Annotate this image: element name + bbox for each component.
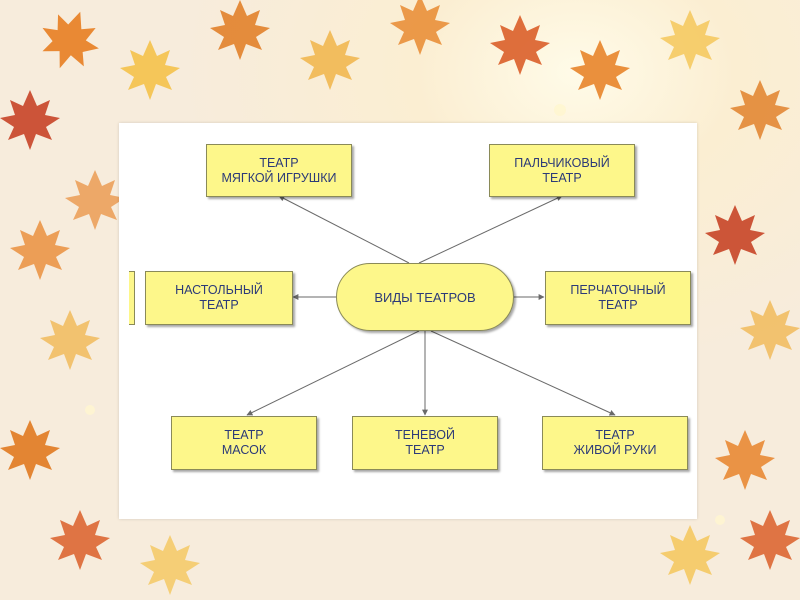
connectors <box>246 195 616 416</box>
center-node-theatre-types: ВИДЫ ТЕАТРОВ <box>336 263 514 331</box>
node-live-hand-theatre: ТЕАТР ЖИВОЙ РУКИ <box>542 416 688 470</box>
node-finger-theatre: ПАЛЬЧИКОВЫЙ ТЕАТР <box>489 144 635 197</box>
node-soft-toy-theatre: ТЕАТР МЯГКОЙ ИГРУШКИ <box>206 144 352 197</box>
node-mask-theatre: ТЕАТР МАСОК <box>171 416 317 470</box>
node-tabletop-theatre: НАСТОЛЬНЫЙ ТЕАТР <box>145 271 293 325</box>
arrow-to-live-hand <box>430 330 616 416</box>
partial-box-left-edge <box>129 271 135 325</box>
node-shadow-theatre: ТЕНЕВОЙ ТЕАТР <box>352 416 498 470</box>
arrow-to-masks <box>246 330 420 416</box>
arrow-to-soft-toy <box>278 195 410 264</box>
node-glove-theatre: ПЕРЧАТОЧНЫЙ ТЕАТР <box>545 271 691 325</box>
arrow-to-finger <box>418 195 563 264</box>
diagram-panel: ТЕАТР МЯГКОЙ ИГРУШКИ ПАЛЬЧИКОВЫЙ ТЕАТР Н… <box>119 123 697 519</box>
